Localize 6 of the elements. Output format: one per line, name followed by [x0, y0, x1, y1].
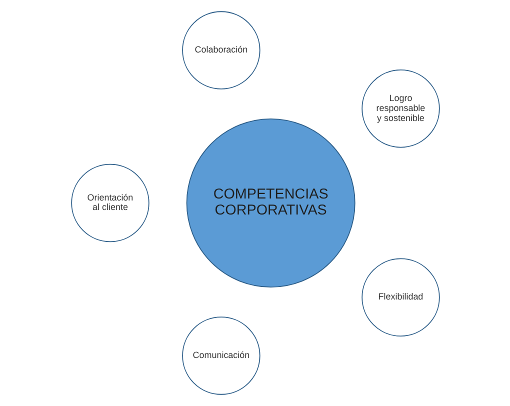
node-circle: Logro responsable y sostenible — [361, 70, 440, 148]
node-circle: COMPETENCIAS CORPORATIVAS — [186, 118, 355, 288]
node-circle: Flexibilidad — [361, 258, 440, 336]
node-circle: Comunicación — [182, 316, 260, 395]
node-circle: Colaboración — [182, 11, 260, 90]
node-circle: Orientación al cliente — [70, 164, 149, 242]
